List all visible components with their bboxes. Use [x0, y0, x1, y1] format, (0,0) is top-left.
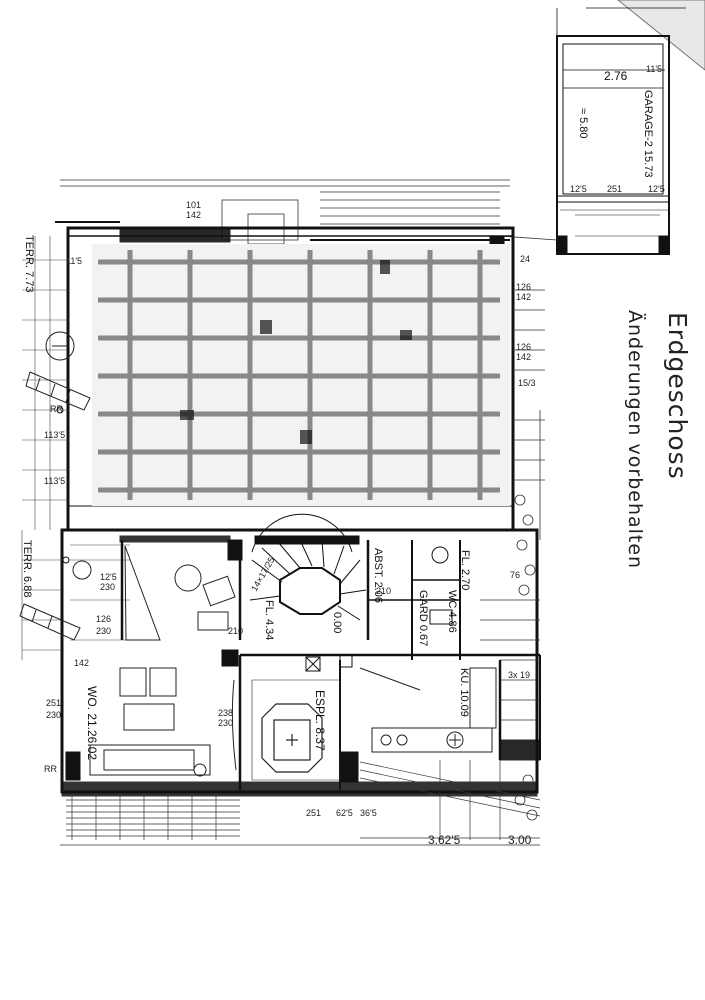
dim-62-5: 62'5 — [336, 808, 353, 818]
caption-subtitle: Änderungen vorbehalten — [624, 310, 646, 570]
dim-rr-bottom: RR — [44, 764, 57, 774]
dim-24: 24 — [520, 254, 530, 264]
dim-142-b: 142 — [516, 352, 531, 362]
dim-113-b: 113'5 — [44, 476, 65, 486]
dim-76: 76 — [510, 570, 520, 580]
deckchair-top — [25, 371, 91, 411]
garage-width: 2.76 — [604, 69, 628, 83]
room-label-dining: ESPL. 8.37 — [313, 690, 327, 751]
dim-251-bottom: 251 — [306, 808, 321, 818]
room-label-hall-2: FL. 2.70 — [459, 550, 471, 590]
outer-walls — [55, 221, 539, 797]
room-label-storage: ABST. 2.06 — [372, 548, 384, 603]
dim-3x19: 3x 19 — [508, 670, 530, 680]
dim-210-b: 210 — [376, 586, 391, 596]
garage-dim-b: 251 — [607, 184, 622, 194]
dim-12-5: 12'5 — [100, 572, 117, 582]
room-label-wardrobe: GARD 0.67 — [417, 590, 429, 646]
room-label-terrace-bottom: TERR. 6.88 — [21, 540, 33, 597]
dim-142: 142 — [186, 210, 201, 220]
dim-113-a: 113'5 — [44, 430, 65, 440]
dim-142-a: 142 — [516, 292, 531, 302]
living-furniture — [89, 545, 237, 777]
dim-3-62-5: 3.62'5 — [428, 833, 461, 847]
garage-label: GARAGE-2 15.73 — [642, 90, 654, 177]
dim-rr-top: RR — [50, 404, 63, 414]
dim-126-b: 126 — [516, 342, 531, 352]
right-side-steps — [480, 289, 545, 721]
room-label-living: WO. 21.26.02 — [85, 686, 99, 760]
top-terrace-lines — [60, 179, 558, 245]
stair-level-label: 0.00 — [331, 612, 343, 633]
garage-depth: ≈ 5.80 — [577, 108, 589, 139]
room-label-wc: WC 4.86 — [446, 590, 458, 633]
dim-11-5: 11'5 — [66, 256, 82, 266]
kitchen-counters — [359, 667, 497, 753]
dim-230-b: 230 — [96, 626, 111, 636]
room-label-terrace-top: TERR. 7.73 — [23, 235, 35, 292]
dining-table — [251, 679, 341, 781]
spiral-staircase — [249, 513, 367, 621]
dim-238: 238 — [218, 708, 233, 718]
dim-126-c: 126 — [96, 614, 111, 624]
dim-230-a: 230 — [100, 582, 115, 592]
tree-symbol-top — [45, 331, 75, 361]
interior-walls — [65, 535, 541, 790]
plan-caption: Erdgeschoss Änderungen vorbehalten — [596, 300, 705, 660]
garage-block — [556, 7, 686, 255]
room-label-hall: FL. 4.34 — [263, 600, 275, 640]
room-label-kitchen: KU. 10.09 — [458, 668, 470, 717]
dim-15-3: 15/3 — [518, 378, 536, 388]
dim-142-c: 142 — [74, 658, 89, 668]
garage-dim-c: 12'5 — [648, 184, 665, 194]
deckchair-bottom — [19, 603, 81, 641]
dim-101: 101 — [186, 200, 201, 210]
dim-210-a: 210 — [228, 626, 243, 636]
dim-36-5: 36'5 — [360, 808, 377, 818]
dim-3-00: 3.00 — [508, 833, 532, 847]
dim-251: 251 — [46, 698, 61, 708]
obscured-area — [92, 244, 510, 506]
hedge-symbols — [514, 494, 538, 821]
fixtures — [56, 406, 453, 672]
dim-230-c: 230 — [46, 710, 61, 720]
caption-title: Erdgeschoss — [663, 312, 692, 480]
bottom-steps — [60, 760, 541, 846]
garage-dim-a: 12'5 — [570, 184, 587, 194]
dim-230-d: 230 — [218, 718, 233, 728]
garage-dim-top: 11'5 — [646, 64, 662, 74]
dim-126-a: 126 — [516, 282, 531, 292]
